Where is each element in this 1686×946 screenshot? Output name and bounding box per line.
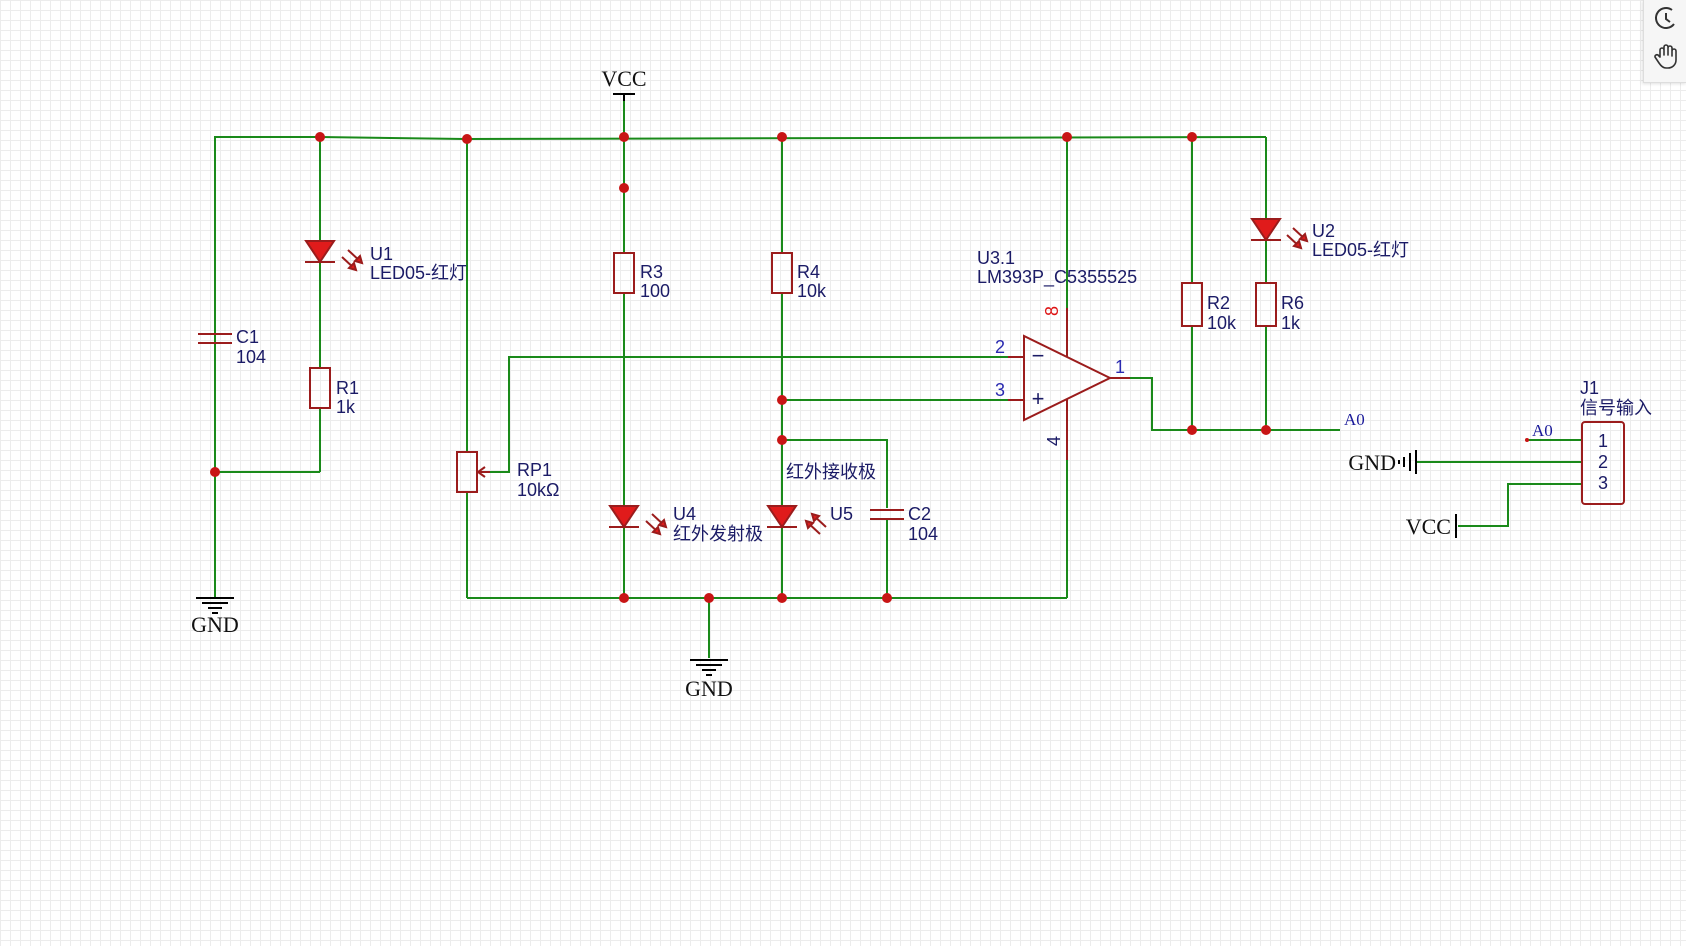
u3-ref: U3.1 xyxy=(977,248,1015,268)
net-label-a0[interactable]: A0 xyxy=(1344,410,1365,429)
rp1-value: 10kΩ xyxy=(517,480,559,500)
c1-ref: C1 xyxy=(236,327,259,347)
r2-ref: R2 xyxy=(1207,293,1230,313)
r6-ref: R6 xyxy=(1281,293,1304,313)
resistor-r2[interactable]: R2 10k xyxy=(1181,282,1237,333)
junction xyxy=(462,134,472,144)
connector-j1[interactable]: J1 信号输入 1 2 3 xyxy=(1580,378,1652,505)
canvas-toolbar xyxy=(1643,0,1686,83)
j1-ref: J1 xyxy=(1580,378,1599,398)
junction xyxy=(1062,132,1072,142)
junction xyxy=(777,132,787,142)
j1-pin-2: 2 xyxy=(1598,452,1608,472)
junction xyxy=(1261,425,1271,435)
r6-value: 1k xyxy=(1281,313,1301,333)
junction xyxy=(777,395,787,405)
led-u1[interactable]: U1 LED05-红灯 xyxy=(304,240,467,283)
r3-ref: R3 xyxy=(640,262,663,282)
junction xyxy=(619,132,629,142)
u3-pin-1: 1 xyxy=(1115,357,1125,377)
u1-value: LED05-红灯 xyxy=(370,263,467,283)
junction xyxy=(1187,132,1197,142)
history-icon[interactable] xyxy=(1652,4,1680,32)
junction xyxy=(777,593,787,603)
light-rays-icon xyxy=(341,249,364,272)
u3-value: LM393P_C5355525 xyxy=(977,267,1137,288)
net-label-anchor xyxy=(1525,438,1529,442)
j1-pin-3: 3 xyxy=(1598,473,1608,493)
u3-minus-sign: − xyxy=(1032,343,1045,368)
resistor-r1[interactable]: R1 1k xyxy=(309,367,359,417)
light-rays-icon xyxy=(804,512,827,535)
junction xyxy=(210,467,220,477)
u5-ref: U5 xyxy=(830,504,853,524)
junction xyxy=(619,593,629,603)
c2-ref: C2 xyxy=(908,504,931,524)
r4-value: 10k xyxy=(797,281,827,301)
capacitor-c2[interactable]: C2 104 xyxy=(870,504,938,544)
u3-pin-8: 8 xyxy=(1042,306,1062,316)
r1-value: 1k xyxy=(336,397,356,417)
u5-value: 红外接收极 xyxy=(786,462,876,482)
vcc-connector-label: VCC xyxy=(1406,514,1451,539)
gnd-left-label: GND xyxy=(191,612,239,637)
net-label-a0-connector[interactable]: A0 xyxy=(1532,421,1553,440)
light-rays-icon xyxy=(1286,227,1309,250)
vcc-top-symbol[interactable]: VCC xyxy=(601,66,647,101)
gnd-mid-label: GND xyxy=(685,676,733,701)
r2-value: 10k xyxy=(1207,313,1237,333)
ir-emitter-u4[interactable]: U4 红外发射极 xyxy=(608,504,763,544)
junction xyxy=(1187,425,1197,435)
r1-ref: R1 xyxy=(336,378,359,398)
resistor-r6[interactable]: R6 1k xyxy=(1255,282,1304,333)
u4-ref: U4 xyxy=(673,504,696,524)
j1-pin-1: 1 xyxy=(1598,431,1608,451)
wires xyxy=(214,101,1582,658)
u2-ref: U2 xyxy=(1312,221,1335,241)
light-rays-icon xyxy=(645,513,668,536)
c2-value: 104 xyxy=(908,524,938,544)
capacitor-c1[interactable]: C1 104 xyxy=(198,327,266,367)
gnd-mid-symbol[interactable]: GND xyxy=(685,659,733,701)
u2-value: LED05-红灯 xyxy=(1312,240,1409,260)
junction xyxy=(777,435,787,445)
junction xyxy=(882,593,892,603)
j1-value: 信号输入 xyxy=(1580,398,1652,418)
u1-ref: U1 xyxy=(370,244,393,264)
resistor-r3[interactable]: R3 100 xyxy=(613,252,670,301)
gnd-left-symbol[interactable]: GND xyxy=(191,597,239,637)
junction xyxy=(315,132,325,142)
u3-plus-sign: + xyxy=(1032,386,1045,411)
r3-value: 100 xyxy=(640,281,670,301)
junctions xyxy=(210,132,1271,603)
u3-pin-3: 3 xyxy=(995,380,1005,400)
r4-ref: R4 xyxy=(797,262,820,282)
led-u2[interactable]: U2 LED05-红灯 xyxy=(1250,218,1409,260)
rp1-ref: RP1 xyxy=(517,460,552,480)
ir-receiver-u5[interactable]: 红外接收极 U5 xyxy=(766,462,876,535)
vcc-port-connector[interactable]: VCC xyxy=(1406,514,1457,539)
c1-value: 104 xyxy=(236,347,266,367)
vcc-top-label: VCC xyxy=(601,66,646,91)
gnd-connector-label: GND xyxy=(1348,450,1396,475)
resistor-r4[interactable]: R4 10k xyxy=(771,252,827,301)
u3-pin-4: 4 xyxy=(1044,436,1064,446)
potentiometer-rp1[interactable]: RP1 10kΩ xyxy=(456,451,559,500)
hand-pan-icon[interactable] xyxy=(1652,42,1680,70)
comparator-u3[interactable]: U3.1 LM393P_C5355525 − + 2 3 1 8 4 xyxy=(977,248,1137,460)
gnd-port-connector[interactable]: GND xyxy=(1348,450,1417,475)
u4-value: 红外发射极 xyxy=(673,524,763,544)
junction xyxy=(704,593,714,603)
junction xyxy=(619,183,629,193)
u3-pin-2: 2 xyxy=(995,337,1005,357)
